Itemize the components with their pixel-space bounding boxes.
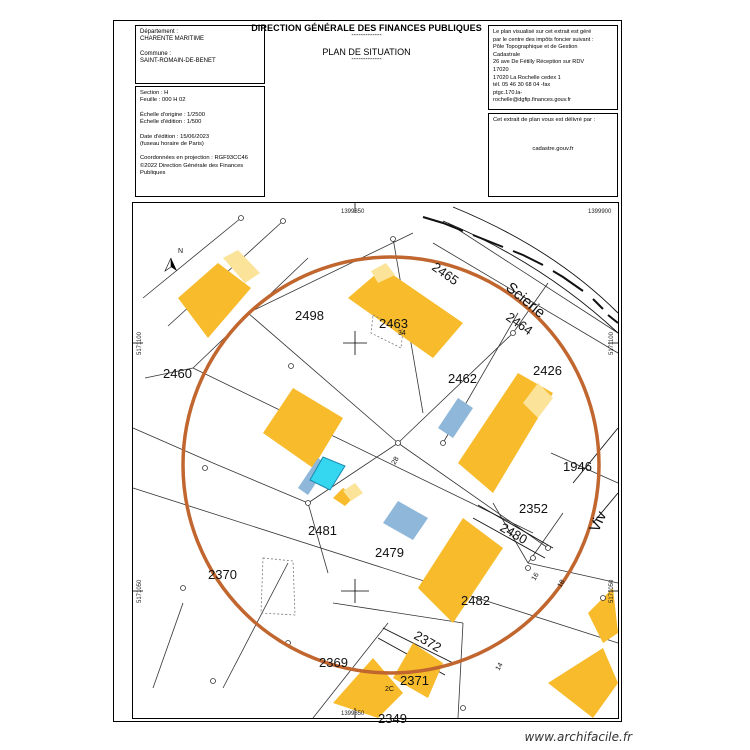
location-box: Département : CHARENTE MARITIME Commune …	[135, 25, 265, 84]
header-title-block: DIRECTION GÉNÉRALE DES FINANCES PUBLIQUE…	[244, 23, 489, 63]
center-line: 17020	[493, 66, 509, 73]
delivery-site: cadastre.gouv.fr	[532, 146, 574, 153]
center-line: 17020 La Rochelle cedex 1	[493, 74, 561, 81]
page-title: DIRECTION GÉNÉRALE DES FINANCES PUBLIQUE…	[251, 23, 482, 33]
center-line: Le plan visualisé sur cet extrait est gé…	[493, 29, 592, 35]
grid-crosses	[133, 203, 618, 718]
subtitle-dash: -------------	[351, 56, 382, 63]
center-line: Cadastrale	[493, 51, 521, 58]
building-annex-light	[343, 483, 363, 501]
center-line: 26 ave De Fétilly Réception sur RDV	[493, 59, 585, 66]
center-line: par le centre des impôts foncier suivant…	[493, 36, 594, 43]
cadastral-map[interactable]: 1399850 1399900 1399850 5171100 5171050 …	[132, 202, 619, 726]
perimeter-circle	[181, 255, 601, 675]
feuille-text: Feuille : 000 H 02	[140, 97, 186, 104]
house-number: 14	[495, 662, 505, 672]
parcel-label: 2462	[448, 371, 477, 386]
copyright-text-2: Publiques	[140, 170, 166, 177]
building-annex-light	[371, 263, 395, 283]
scale-edition-text: Échelle d'édition : 1/500	[140, 119, 202, 126]
parcel-label: 1946	[563, 459, 592, 474]
building	[348, 268, 463, 358]
parcel-label: 2352	[519, 501, 548, 516]
building	[548, 648, 618, 718]
house-number: 18	[557, 579, 567, 589]
annex-building	[383, 501, 428, 540]
parcel-label: 2369	[319, 655, 348, 670]
annexes	[298, 398, 473, 540]
coord-left-top: 5171100	[137, 331, 143, 355]
north-label: N	[178, 248, 183, 255]
section-info-box: Section : H Feuille : 000 H 02 Échelle d…	[135, 86, 265, 197]
building-annex-light	[223, 250, 260, 283]
parcel-label: 2370	[208, 567, 237, 582]
watermark-text: www.archifacile.fr	[524, 730, 632, 744]
parcel-label: 2482	[461, 593, 490, 608]
center-info-box: Le plan visualisé sur cet extrait est gé…	[488, 25, 618, 110]
scale-origin-text: Échelle d'origine : 1/2500	[140, 111, 205, 118]
departement-value: CHARENTE MARITIME	[140, 36, 205, 43]
building	[588, 588, 618, 643]
house-number: 2C	[385, 686, 394, 693]
house-number: 16	[531, 572, 541, 582]
parcel-label: 2465	[429, 259, 461, 288]
timezone-text: (fuseau horaire de Paris)	[140, 141, 204, 148]
building	[263, 388, 343, 468]
commune-value: SAINT-ROMAIN-DE-BENET	[140, 58, 216, 65]
parcel-label: 2481	[308, 523, 337, 538]
parcel-label: 2480	[498, 520, 531, 547]
swimming-pool	[309, 456, 346, 491]
delivery-text: Cet extrait de plan vous est délivré par…	[493, 117, 596, 123]
center-line: rochelle@dgfip.finances.gouv.fr	[493, 97, 572, 104]
commune-boundary	[422, 216, 619, 324]
parcel-label: 2349	[378, 711, 407, 726]
parcel-label: 2460	[163, 366, 192, 381]
house-number: 28	[391, 456, 401, 466]
annex-building	[438, 398, 473, 438]
parcel-label: 2498	[295, 308, 324, 323]
coord-right-top: 5171100	[609, 331, 615, 355]
section-text: Section : H	[140, 90, 169, 96]
coord-top-left: 1399850	[341, 209, 365, 215]
center-line: ptgc.170.la-	[493, 89, 523, 96]
dashed-structure	[260, 557, 296, 616]
coord-right-bottom: 5171050	[609, 579, 615, 603]
building-annex-light	[523, 383, 553, 418]
copyright-text: ©2022 Direction Générale des Finances	[140, 162, 244, 169]
title-dash: -------------	[351, 32, 382, 39]
north-arrow-icon: N	[164, 248, 183, 272]
center-line: tél. 05 46 30 68 04 -fax	[493, 82, 551, 89]
edition-date-text: Date d'édition : 15/06/2023	[140, 133, 210, 140]
departement-label: Département :	[140, 29, 179, 35]
coord-left-bottom: 5171050	[137, 579, 143, 603]
road-lines	[377, 206, 619, 676]
parcel-label: 2426	[533, 363, 562, 378]
coord-bottom: 1399850	[341, 711, 365, 717]
parcel-label: 2479	[375, 545, 404, 560]
page-subtitle: PLAN DE SITUATION	[322, 47, 411, 57]
projection-text: Coordonnées en projection : RGF93CC46	[140, 155, 248, 162]
center-line: Pôle Topographique et de Gestion	[493, 44, 578, 51]
house-number: 34	[398, 330, 406, 337]
map-canvas: 1399850 1399900 1399850 5171100 5171050 …	[132, 203, 619, 726]
boundary-markers	[180, 215, 606, 711]
building	[418, 518, 503, 623]
coord-top-right: 1399900	[588, 209, 612, 215]
building	[178, 263, 251, 338]
delivery-box: Cet extrait de plan vous est délivré par…	[488, 113, 618, 197]
parcel-label: 2371	[400, 673, 429, 688]
parcel-label: 2463	[379, 316, 408, 331]
buildings	[178, 250, 618, 718]
commune-label: Commune :	[140, 50, 172, 57]
